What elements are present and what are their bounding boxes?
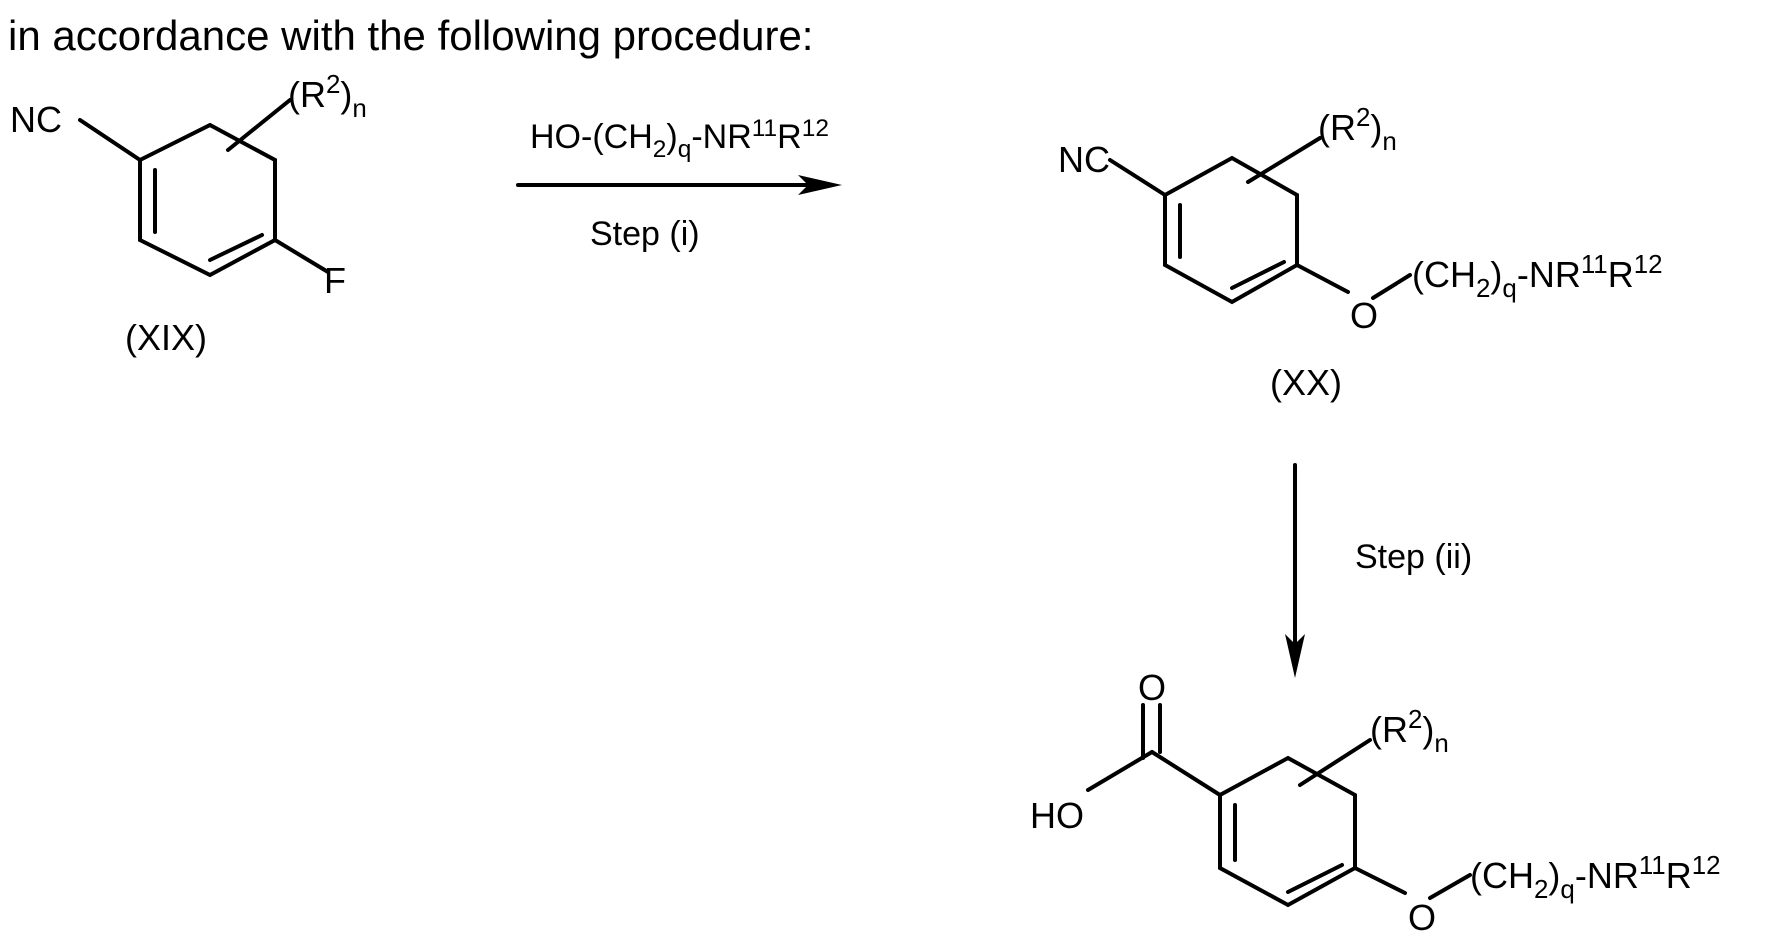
benzene-ring-product [1088, 705, 1470, 905]
step-2-arrow-group: Step (ii) [1285, 465, 1472, 678]
compound-xix: NC F (R2)n (XIX) [10, 71, 367, 358]
step-1-arrow-group: HO-(CH2)q-NR11R12 Step (i) [518, 115, 842, 253]
r2-label-xx: (R2)n [1318, 104, 1397, 156]
chain-label-xx: (CH2)q-NR11R12 [1412, 251, 1663, 303]
ho-label-product: HO [1030, 795, 1084, 836]
step-2-label: Step (ii) [1355, 538, 1472, 576]
nc-label-xix: NC [10, 99, 62, 140]
compound-id-xx: (XX) [1270, 362, 1342, 403]
o-label-xx: O [1350, 295, 1378, 336]
step-1-reagent: HO-(CH2)q-NR11R12 [530, 115, 829, 163]
f-label-xix: F [324, 260, 346, 301]
chain-label-product: (CH2)q-NR11R12 [1470, 852, 1721, 904]
nc-label-xx: NC [1058, 139, 1110, 180]
benzene-ring-xx [1110, 138, 1410, 302]
compound-id-xix: (XIX) [125, 317, 207, 358]
r2-label-xix: (R2)n [288, 71, 367, 123]
benzene-ring-xix [80, 100, 328, 275]
compound-xx: NC O (R2)n (CH2)q-NR11R12 (XX) [1058, 104, 1663, 403]
step-1-label: Step (i) [590, 215, 700, 253]
o-label-product: O [1408, 897, 1436, 938]
compound-product: O HO O (R2)n (CH2)q-NR11R12 [1030, 667, 1721, 938]
o-top-label-product: O [1138, 667, 1166, 708]
intro-text: in accordance with the following procedu… [8, 12, 813, 59]
r2-label-product: (R2)n [1370, 706, 1449, 758]
